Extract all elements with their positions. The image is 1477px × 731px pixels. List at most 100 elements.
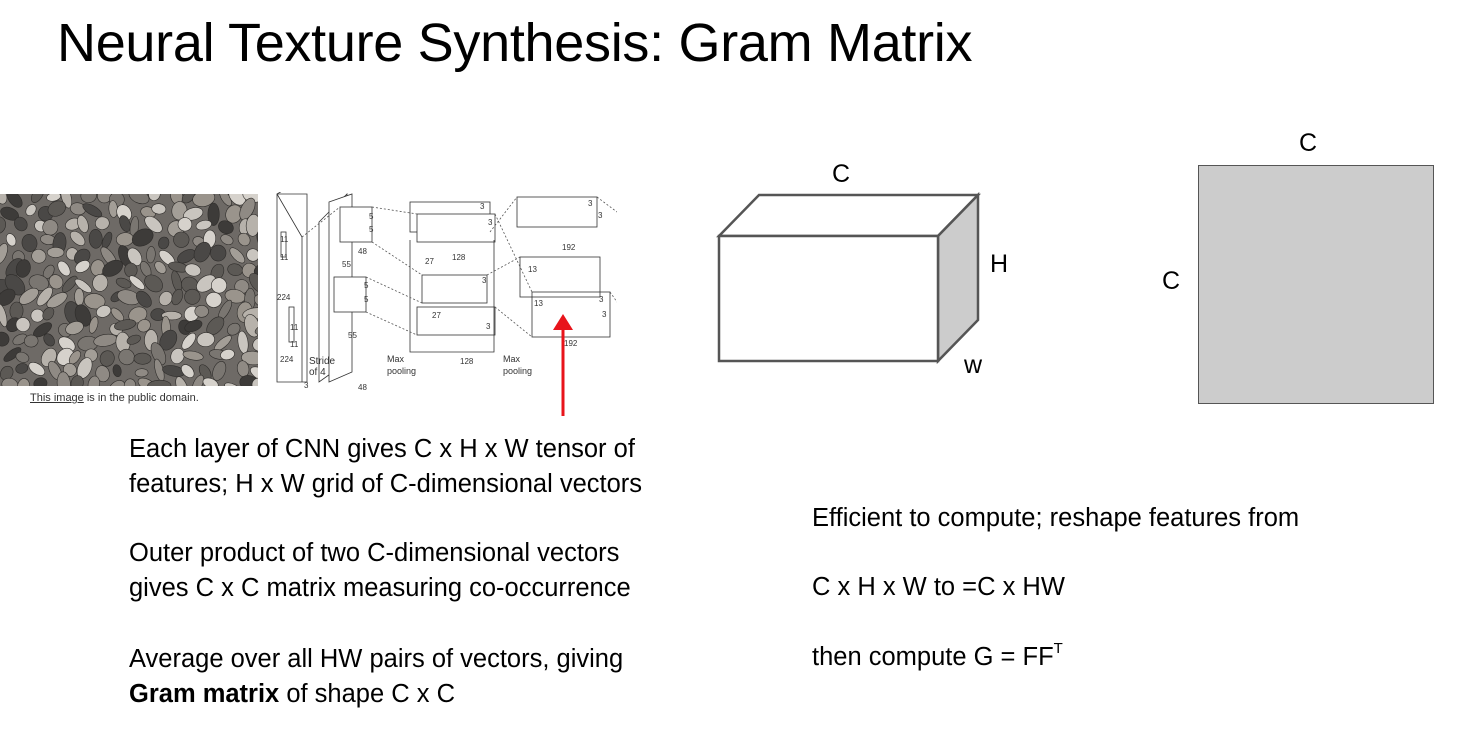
cnn-label: 13: [528, 265, 537, 274]
pebble: [31, 194, 45, 203]
pebble: [251, 377, 258, 386]
pebble: [175, 376, 189, 386]
cnn-label: pooling: [387, 366, 416, 376]
pebble: [95, 216, 110, 230]
pebble: [146, 246, 156, 264]
input-slab: [276, 193, 308, 383]
text-line: features; H x W grid of C-dimensional ve…: [129, 470, 643, 498]
pebble: [171, 288, 184, 306]
pebble: [246, 248, 258, 262]
pebble: [74, 304, 92, 327]
pebble: [196, 274, 217, 293]
layer2-box-b: [333, 276, 367, 313]
pebble: [182, 350, 204, 361]
pebble: [192, 194, 216, 207]
cnn-label: 27: [432, 311, 441, 320]
pebble: [184, 319, 203, 333]
pebble: [0, 194, 8, 205]
cnn-label: 48: [358, 247, 367, 256]
pebble: [144, 274, 163, 293]
pebble: [184, 263, 202, 277]
pebble: [181, 332, 197, 350]
pebble: [108, 380, 126, 386]
pebble: [131, 228, 154, 247]
cnn-label: 3: [488, 218, 493, 227]
pebble: [12, 333, 28, 346]
cnn-label: 55: [342, 260, 351, 269]
cnn-label: 48: [358, 383, 367, 392]
pebble: [184, 288, 201, 305]
pebble: [195, 219, 212, 231]
pebble: [69, 230, 86, 246]
pebble: [254, 324, 258, 335]
cnn-label: 5: [369, 212, 374, 221]
image-credit-link[interactable]: This image: [30, 392, 84, 404]
pebble: [144, 215, 163, 233]
pebble: [218, 220, 234, 235]
pebble: [212, 361, 227, 381]
pebble: [227, 322, 241, 336]
pebble: [237, 232, 251, 247]
cnn-label: 128: [452, 253, 466, 262]
pebble: [25, 204, 37, 217]
pebble: [192, 374, 204, 386]
pebble: [65, 321, 84, 335]
tensor-h-label: H: [990, 250, 1009, 278]
text-line: then compute G = FF: [812, 643, 1054, 671]
cnn-label: 11: [290, 340, 299, 349]
gram-matrix-bold: Gram matrix: [129, 680, 280, 708]
pebble: [61, 275, 78, 293]
pebble: [92, 274, 109, 292]
pebble: [229, 247, 246, 264]
pebble: [47, 200, 66, 217]
cnn-label: 224: [277, 293, 291, 302]
pebble: [77, 215, 89, 233]
pebble: [193, 241, 211, 263]
cnn-label: 5: [369, 225, 374, 234]
pebble: [15, 363, 29, 374]
image-credit: This image is in the public domain.: [30, 392, 199, 404]
pebble: [183, 207, 204, 221]
pebble: [137, 377, 155, 386]
gram-matrix-square: [1198, 165, 1434, 404]
pebble: [114, 319, 137, 331]
pebble: [21, 234, 38, 252]
pebble: [15, 351, 30, 363]
pebble: [33, 377, 48, 386]
pebble: [123, 378, 137, 386]
cnn-label: 11: [280, 235, 289, 244]
pebble: [137, 319, 151, 333]
slide-title: Neural Texture Synthesis: Gram Matrix: [57, 13, 973, 73]
pebble: [205, 291, 223, 308]
pebble: [3, 347, 22, 362]
pebble: [224, 382, 242, 386]
tensor-top-face: [716, 193, 981, 238]
cnn-label: pooling: [503, 366, 532, 376]
pebble: [177, 217, 193, 232]
pebble: [43, 333, 55, 347]
pebble: [46, 194, 61, 202]
pebble: [97, 194, 112, 204]
pebble: [15, 259, 31, 278]
pebble: [252, 337, 258, 352]
pebble: [15, 317, 31, 332]
tensor-w-label: w: [964, 351, 983, 379]
cnn-label: 224: [280, 355, 294, 364]
pebble: [70, 375, 84, 386]
pebble: [173, 231, 190, 248]
pebble: [170, 348, 185, 364]
pebble: [133, 352, 152, 365]
pebble: [249, 272, 258, 294]
pebble: [112, 364, 122, 378]
pebble: [74, 260, 91, 273]
red-arrow-icon: [553, 314, 573, 416]
pebble: [17, 378, 30, 386]
pebble: [84, 293, 106, 310]
pebble: [151, 203, 167, 215]
pebble: [147, 379, 172, 386]
pebble: [0, 288, 16, 306]
tensor-c-label: C: [832, 160, 851, 188]
cnn-label: 3: [599, 295, 604, 304]
pebble: [129, 275, 145, 290]
pebble: [158, 291, 173, 306]
